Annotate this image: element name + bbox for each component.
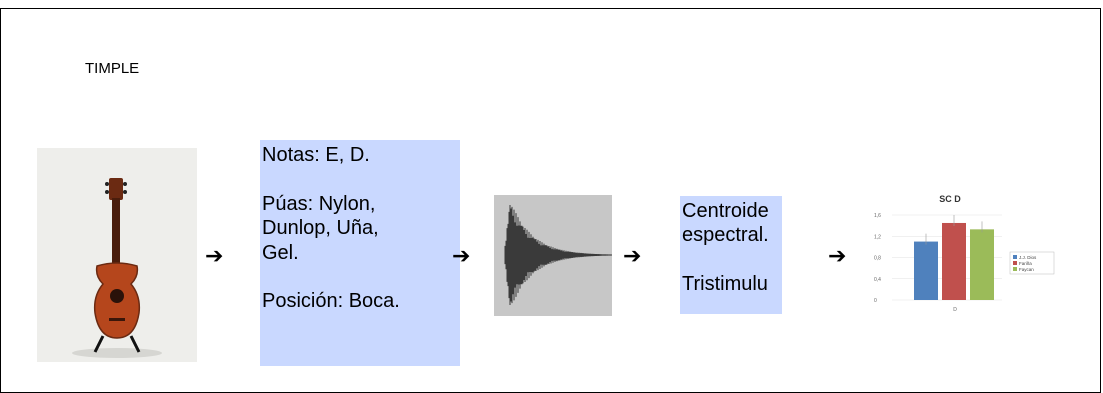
parameters-line: Dunlop, Uña, — [262, 217, 379, 240]
waveform-icon — [504, 204, 613, 306]
bar-3 — [970, 229, 994, 300]
bar-2 — [942, 222, 966, 300]
y-tick-label: 0,4 — [874, 277, 881, 283]
features-line: Tristimulu — [682, 273, 768, 296]
bar-1 — [914, 241, 938, 300]
y-tick-label: 1,2 — [874, 234, 881, 240]
waveform-image — [494, 195, 613, 316]
features-line — [682, 248, 782, 272]
y-tick-label: 1,6 — [874, 213, 881, 219]
legend-label: Fariña — [1019, 261, 1032, 266]
chart-title: SC D — [939, 194, 961, 204]
legend-label: Faycan — [1019, 267, 1034, 272]
features-box: Centroide espectral. Tristimulu — [680, 196, 782, 314]
legend-swatch — [1013, 267, 1017, 271]
waveform-trace — [504, 204, 613, 306]
y-tick-label: 0,8 — [874, 256, 881, 262]
legend-swatch — [1013, 255, 1017, 259]
timple-photo — [37, 148, 197, 362]
arrow-right-icon: ➔ — [205, 243, 224, 268]
parameters-line — [262, 167, 460, 191]
parameters-line — [262, 265, 460, 289]
parameters-box: Notas: E, D. Púas: Nylon, Dunlop, Uña, G… — [260, 140, 460, 366]
arrow-right-icon: ➔ — [623, 243, 642, 268]
legend-box — [1009, 251, 1055, 275]
legend-swatch — [1013, 261, 1017, 265]
parameters-line: Notas: E, D. — [262, 144, 370, 166]
arrow-right-icon: ➔ — [828, 243, 847, 268]
diagram-title: TIMPLE — [85, 60, 140, 77]
x-category-label: D — [953, 307, 957, 313]
parameters-line: Púas: Nylon, — [262, 192, 376, 215]
timple-guitar-icon — [37, 148, 197, 362]
y-tick-label: 0 — [874, 298, 877, 304]
parameters-line: Gel. — [262, 241, 299, 264]
features-line: espectral. — [682, 224, 769, 247]
arrow-right-icon: ➔ — [452, 243, 471, 268]
features-line: Centroide — [682, 200, 769, 222]
parameters-line: Posición: Boca. — [262, 290, 400, 313]
legend-label: J.J. Dios — [1019, 255, 1037, 260]
